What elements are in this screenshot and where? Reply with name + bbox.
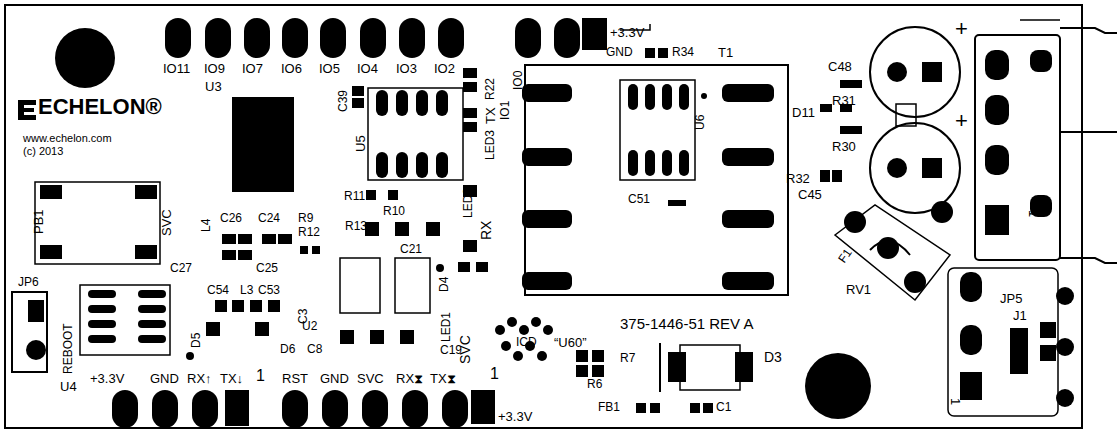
silkscreen-label: U4	[60, 380, 77, 393]
silkscreen-label: R9	[298, 212, 313, 224]
silkscreen-label: D3	[764, 350, 782, 364]
silkscreen-label: U3	[205, 80, 222, 93]
silkscreen-label: D11	[792, 106, 815, 119]
silkscreen-label: R22	[484, 78, 496, 100]
silkscreen-label: R34	[672, 46, 694, 58]
silkscreen-label: +3.3V	[498, 410, 532, 423]
silkscreen-label: J1	[1013, 309, 1027, 322]
silkscreen-label: IO11	[163, 62, 190, 75]
silkscreen-label: C1	[716, 401, 731, 413]
silkscreen-label: R31	[832, 94, 856, 107]
silkscreen-label: +3.3V	[610, 26, 644, 39]
silkscreen-label: C19	[440, 344, 462, 356]
silkscreen-label: JP5	[1000, 292, 1022, 305]
silkscreen-label: 1	[949, 398, 962, 405]
silkscreen-label: R13	[345, 220, 367, 232]
silkscreen-label: IO1	[499, 101, 511, 120]
silkscreen-label: (c) 2013	[23, 146, 63, 157]
silkscreen-label: SVC	[160, 209, 173, 236]
silkscreen-label: +	[955, 18, 968, 40]
silkscreen-label: GND	[320, 372, 349, 385]
silkscreen-label: U2	[302, 320, 317, 332]
silkscreen-label: RX↑	[187, 372, 212, 385]
silkscreen-label: R6	[587, 378, 602, 390]
silkscreen-label: C26	[220, 212, 242, 224]
silkscreen-label: R12	[298, 226, 320, 238]
silkscreen-label: RX⧗	[396, 372, 423, 385]
silkscreen-label: R30	[832, 140, 856, 153]
silkscreen-label: RV1	[846, 283, 871, 296]
silkscreen-label: GND	[606, 46, 633, 58]
silkscreen-label: JP6	[18, 276, 39, 288]
silkscreen-label: “U60”	[554, 336, 587, 349]
silkscreen-label: R7	[620, 352, 635, 364]
silkscreen-label: C53	[258, 284, 280, 296]
silkscreen-label: C21	[400, 243, 422, 255]
silkscreen-label: T1	[718, 46, 733, 59]
silkscreen-label: FB1	[598, 401, 620, 413]
silkscreen-label: L3	[240, 284, 253, 296]
silkscreen-label: LED2	[462, 188, 474, 218]
silkscreen-label: D4	[438, 277, 450, 292]
silkscreen-label: LED1	[440, 312, 452, 342]
silkscreen-label: R10	[383, 205, 405, 217]
silkscreen-label: RX	[479, 221, 493, 240]
silkscreen-label: F1	[836, 247, 854, 265]
silkscreen-label: C25	[256, 262, 278, 274]
silkscreen-label: C8	[307, 343, 322, 355]
silkscreen-label: C24	[258, 212, 280, 224]
silkscreen-label: 375-1446-51 REV A	[620, 316, 753, 331]
silkscreen-label: C45	[798, 188, 822, 201]
silkscreen-label: C27	[170, 262, 192, 274]
silkscreen-label: +	[955, 110, 968, 132]
silkscreen-label: LED3	[484, 130, 496, 160]
silkscreen-label: IO0	[512, 71, 524, 90]
silkscreen-label: IO6	[281, 62, 302, 75]
silkscreen-label: C51	[628, 193, 650, 205]
silkscreen-label: C54	[207, 284, 229, 296]
silkscreen-label: RST	[282, 372, 308, 385]
silkscreen-label: GND	[150, 372, 179, 385]
silkscreen-label: IO2	[434, 62, 455, 75]
silkscreen-label: PB1	[32, 209, 45, 234]
silkscreen-label: TX⧗	[430, 372, 456, 385]
silkscreen-label: U6	[694, 115, 706, 130]
silkscreen-label: R32	[786, 172, 810, 185]
silkscreen-label: IO7	[242, 62, 263, 75]
silkscreen-label: IO5	[319, 62, 340, 75]
silkscreen-label: SVC	[357, 372, 384, 385]
silkscreen-label: D5	[190, 333, 202, 348]
silkscreen-label: U5	[354, 135, 367, 152]
silkscreen-label: 1	[1027, 210, 1040, 217]
silkscreen-label: IO4	[357, 62, 378, 75]
silkscreen-label: +3.3V	[90, 372, 124, 385]
silkscreen-label: L4	[200, 219, 212, 232]
silkscreen-label: 1	[256, 368, 265, 384]
silkscreen-label: ECHELON®	[38, 96, 162, 118]
silkscreen-label: REBOOT	[62, 323, 74, 374]
silkscreen-label: C39	[337, 90, 349, 112]
silkscreen-label: IO3	[396, 62, 417, 75]
silkscreen-label: D6	[280, 343, 295, 355]
silkscreen-label: 1	[490, 366, 499, 382]
silkscreen-label: TX	[484, 107, 497, 124]
silkscreen-label: ICD	[516, 336, 537, 348]
silkscreen-label: IO9	[204, 62, 225, 75]
silkscreen-label: www.echelon.com	[23, 133, 112, 144]
silkscreen-label: TX↓	[220, 372, 243, 385]
silkscreen-label: R11	[344, 190, 365, 202]
silkscreen-label: C48	[828, 60, 852, 73]
